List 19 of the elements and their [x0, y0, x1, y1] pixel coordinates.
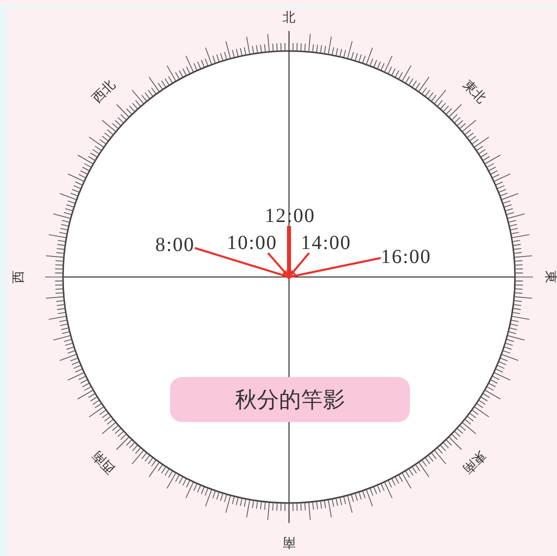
shadow-arrow	[290, 252, 310, 276]
direction-label: 西南	[90, 448, 118, 476]
direction-label: 北	[282, 12, 296, 24]
title-label: 秋分的竿影	[170, 377, 410, 422]
direction-label: 東	[544, 270, 556, 284]
direction-label: 西北	[90, 78, 118, 106]
shadow-arrow	[290, 257, 381, 278]
time-label: 8:00	[155, 235, 195, 255]
shadow-arrow	[194, 247, 288, 278]
shadow-arrow	[267, 252, 288, 276]
time-label: 14:00	[300, 233, 352, 253]
time-label: 16:00	[380, 247, 432, 267]
direction-label: 東南	[460, 448, 488, 476]
time-label: 10:00	[226, 233, 278, 253]
shadow-arrow	[286, 226, 292, 275]
pole-point	[287, 275, 291, 279]
direction-label: 西	[12, 270, 26, 284]
direction-label: 南	[282, 536, 296, 548]
direction-label: 東北	[460, 78, 488, 106]
